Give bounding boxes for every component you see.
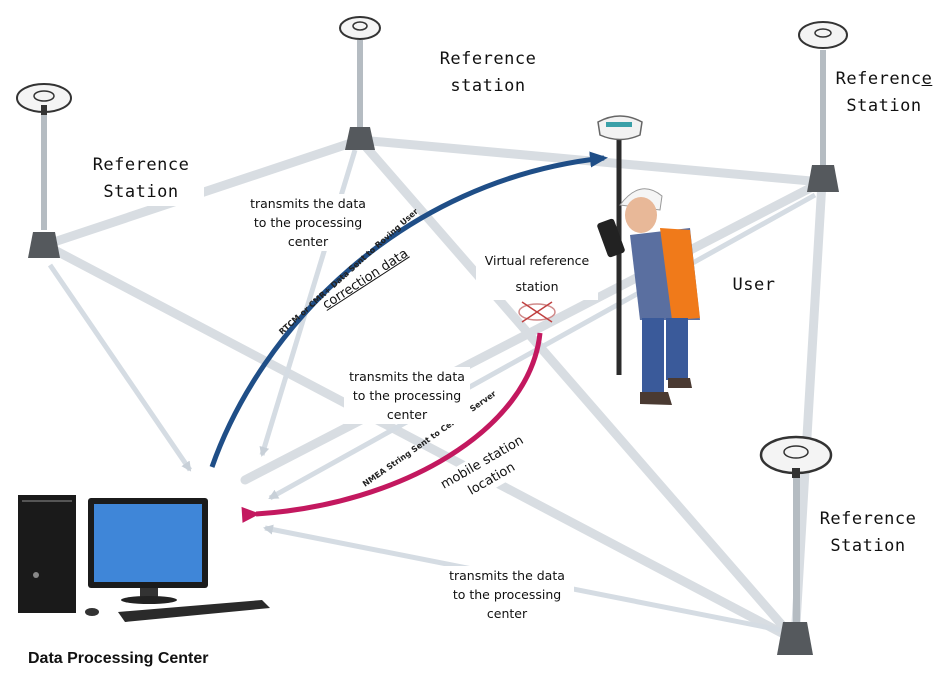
transmit-3-line1: transmits the data xyxy=(449,568,565,583)
transmit-label-1: transmits the data to the processing cen… xyxy=(246,194,370,251)
reference-station-label-2: Reference station xyxy=(430,46,546,100)
transmit-1-line2: to the processing xyxy=(253,215,363,230)
virtual-line2: station xyxy=(515,279,559,294)
transmit-1-line3: center xyxy=(287,234,329,249)
user-figure xyxy=(597,188,700,405)
ref-3-line1-tail: e xyxy=(921,69,933,89)
rtcm-arrow xyxy=(209,151,608,468)
transmit-3-line3: center xyxy=(486,606,528,621)
reference-station-label-3: Reference Station xyxy=(830,66,938,120)
transmit-2-line2: to the processing xyxy=(352,388,462,403)
transmit-3-line2: to the processing xyxy=(452,587,562,602)
ref-4-line1: Reference xyxy=(819,509,917,529)
ref-3-line1: Reference xyxy=(830,66,938,93)
reference-station-label-4: Reference Station xyxy=(810,506,926,560)
user-label: User xyxy=(728,272,780,299)
antenna-station-4 xyxy=(759,435,833,655)
ref-3-line2: Station xyxy=(846,96,922,116)
reference-station-label-1: Reference Station xyxy=(78,152,204,206)
transmit-label-2: transmits the data to the processing cen… xyxy=(344,367,470,424)
rover-receiver xyxy=(597,115,643,375)
ref-4-line2: Station xyxy=(830,536,906,556)
ref-1-line1: Reference xyxy=(92,155,190,175)
transmit-2-line1: transmits the data xyxy=(349,369,465,384)
ref-1-line2: Station xyxy=(103,182,179,202)
computer xyxy=(18,495,270,622)
antenna-station-1 xyxy=(16,83,72,258)
data-processing-center-label: Data Processing Center xyxy=(28,650,209,667)
transmit-1-line1: transmits the data xyxy=(250,196,366,211)
antenna-station-3 xyxy=(798,21,848,192)
transmit-2-line3: center xyxy=(386,407,428,422)
virtual-station-label: Virtual reference station xyxy=(476,248,598,300)
virtual-line1: Virtual reference xyxy=(484,253,590,268)
nmea-arrow xyxy=(241,332,543,523)
transmit-label-3: transmits the data to the processing cen… xyxy=(440,566,574,623)
ref-2-line2: station xyxy=(450,76,526,96)
ref-2-line1: Reference xyxy=(439,49,537,69)
network-lines xyxy=(40,135,827,645)
antenna-station-2 xyxy=(339,16,381,150)
virtual-station-marker xyxy=(518,301,556,323)
ref-3-line1-main: Referenc xyxy=(835,69,922,89)
